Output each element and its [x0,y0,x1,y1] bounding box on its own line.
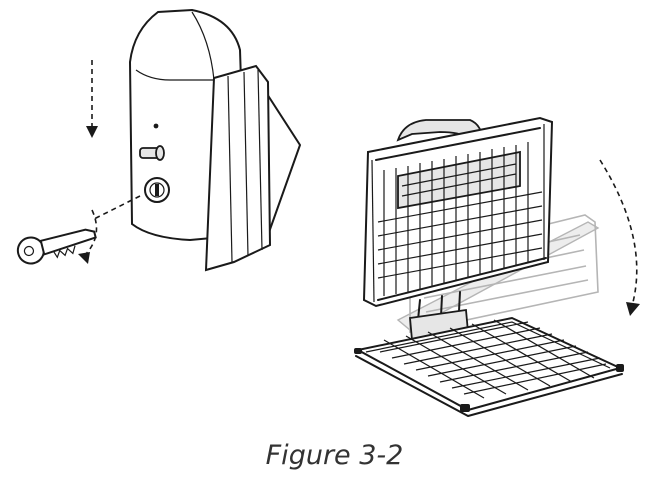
rotation-arrow [599,159,638,307]
panel-upright [362,116,554,342]
panel-base [354,316,624,417]
lock-housing [128,8,301,272]
figure-caption: Figure 3-2 [265,440,404,471]
key-icon [16,228,97,265]
figure-illustration [16,8,640,417]
panel-handle [396,119,484,142]
